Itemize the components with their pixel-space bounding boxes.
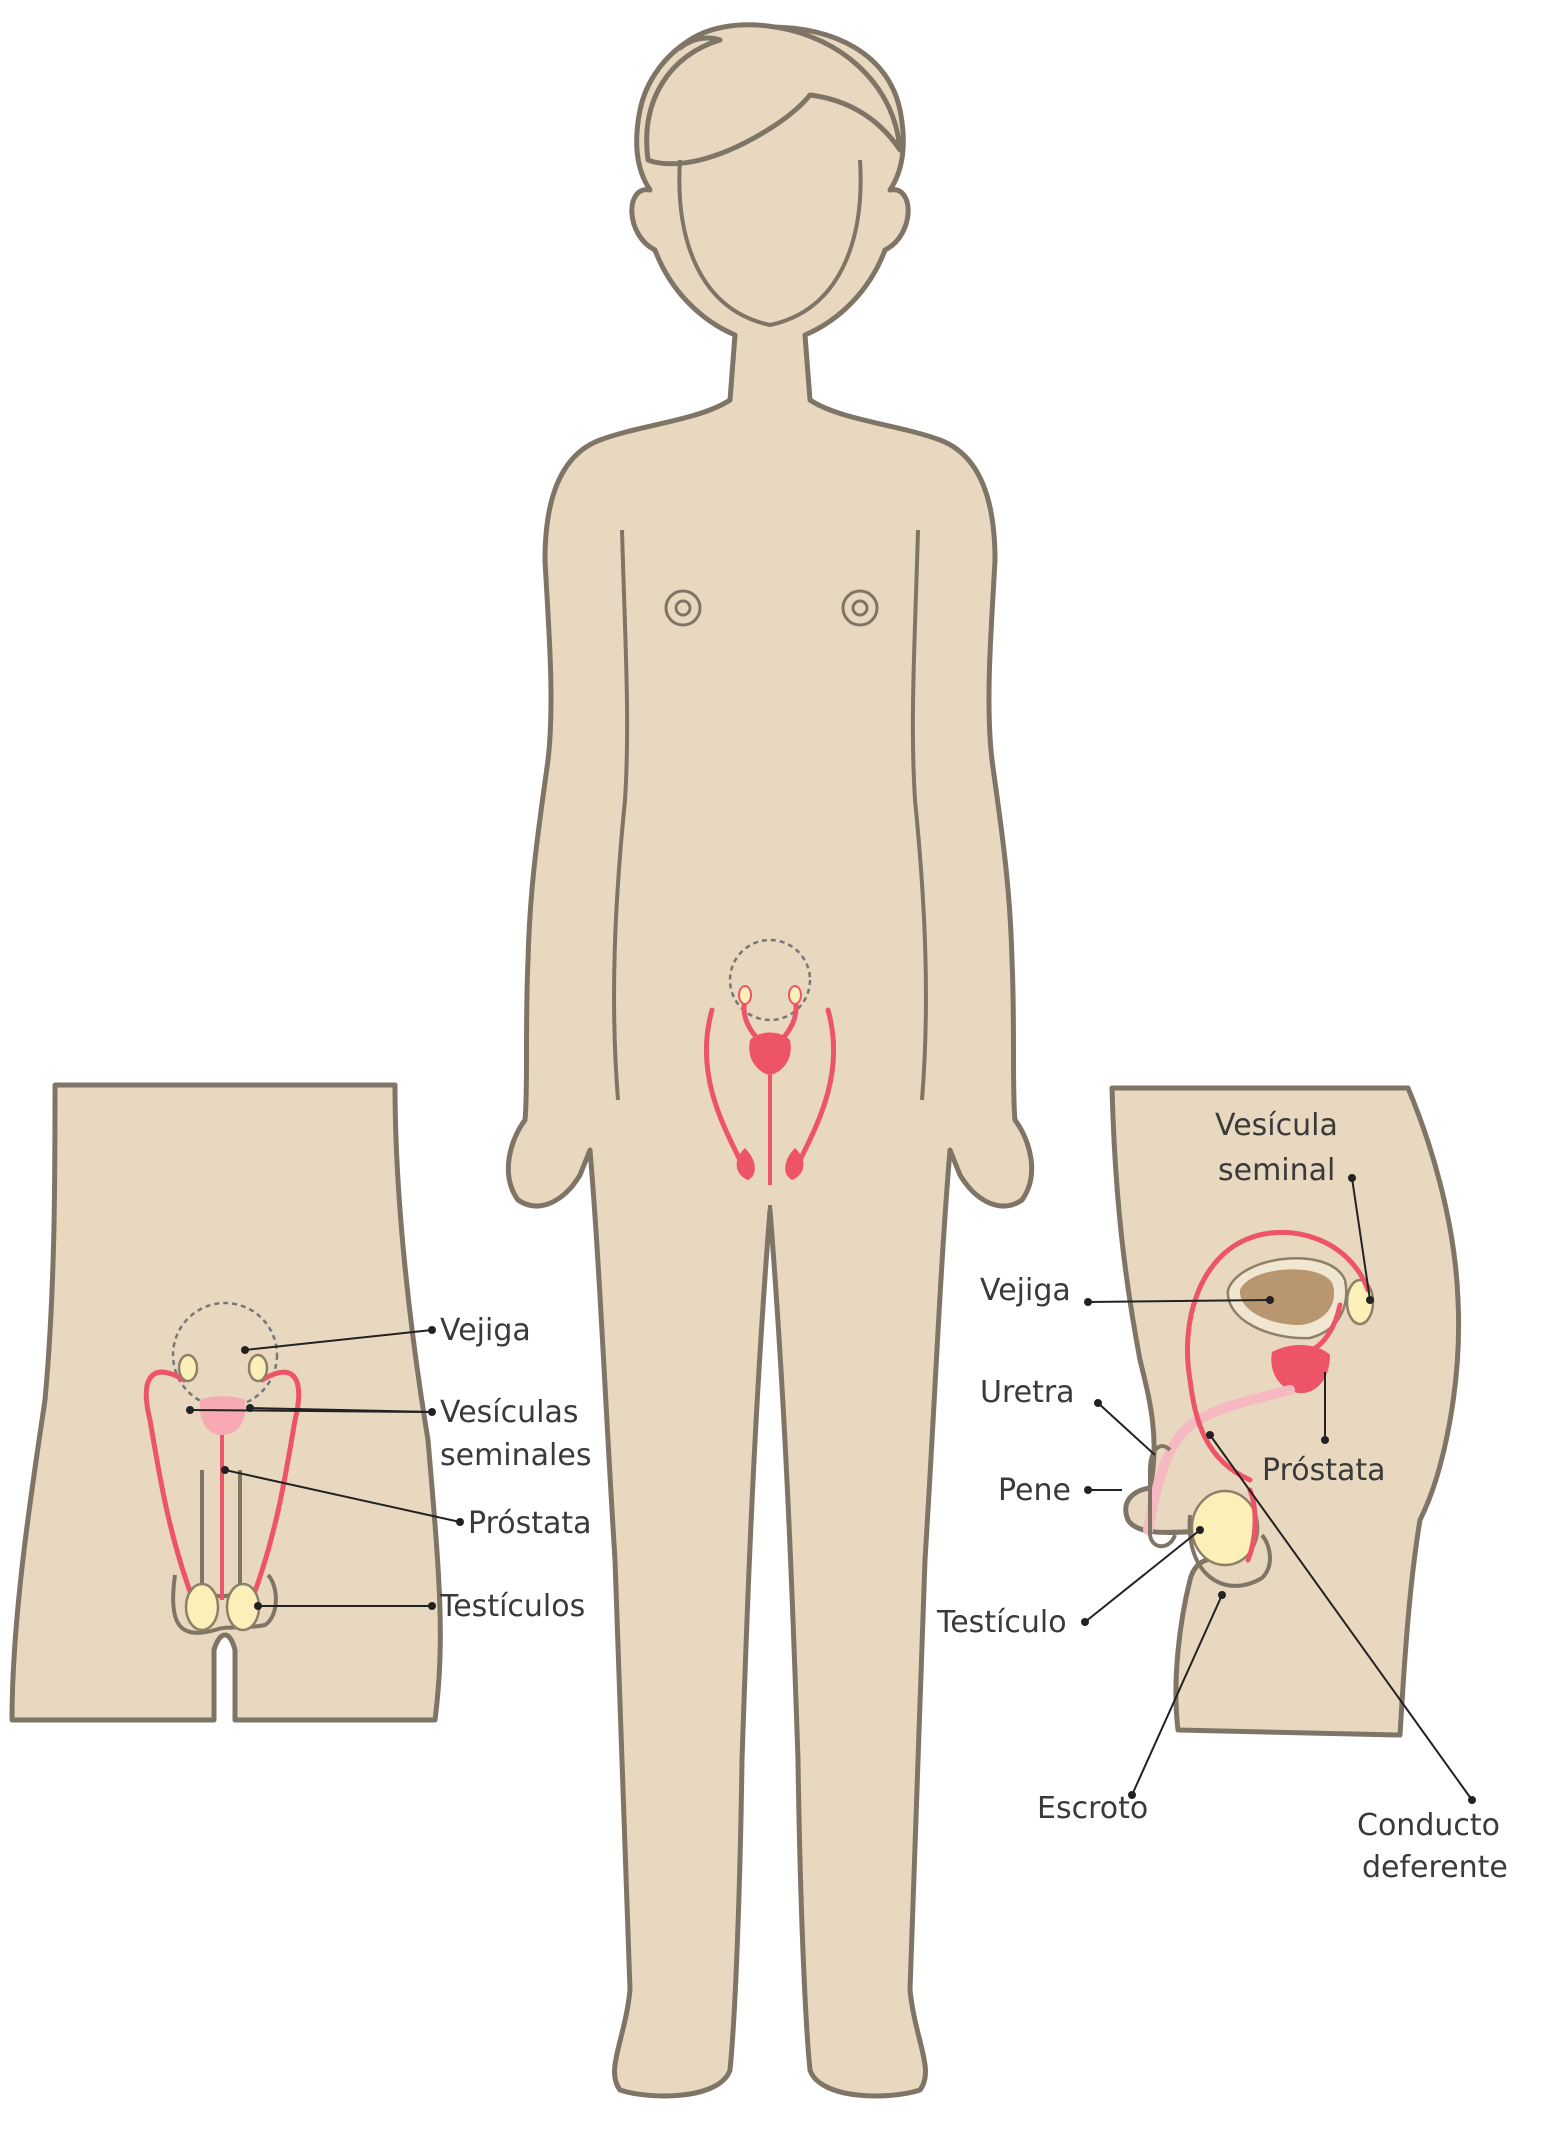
label-front-testiculos: Testículos [439,1589,585,1624]
label-side-pene: Pene [998,1473,1071,1508]
label-front-vesiculas-2: seminales [440,1438,591,1473]
label-front-prostata: Próstata [468,1506,592,1541]
label-side-testiculo: Testículo [936,1605,1067,1640]
label-side-vesicula-1: Vesícula [1215,1108,1338,1143]
full-body-figure [508,25,1031,2096]
label-front-vejiga: Vejiga [440,1313,531,1348]
label-side-vesicula-2: seminal [1218,1153,1335,1188]
front-pelvis-panel [12,1085,440,1720]
label-side-conducto-1: Conducto [1357,1808,1500,1843]
label-side-conducto-2: deferente [1362,1850,1508,1885]
label-side-uretra: Uretra [980,1375,1075,1410]
label-side-vejiga: Vejiga [980,1273,1071,1308]
label-side-prostata: Próstata [1262,1453,1386,1488]
label-side-escroto: Escroto [1037,1791,1148,1826]
label-front-vesiculas-1: Vesículas [440,1395,578,1430]
